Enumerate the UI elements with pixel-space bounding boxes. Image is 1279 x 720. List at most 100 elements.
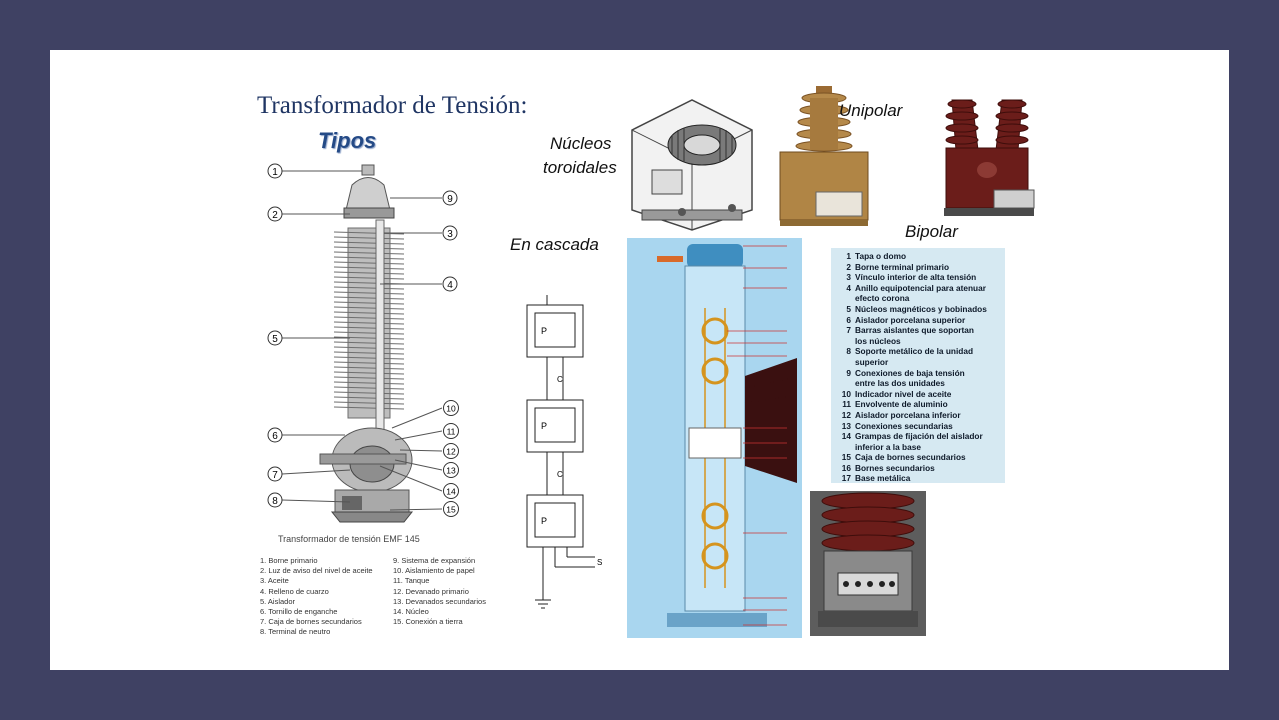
legend-item: 15 Caja de bornes secundarios (839, 452, 987, 463)
legend-text: Conexiones de baja tensión (855, 367, 965, 378)
insulator-shed (333, 351, 405, 355)
insulator-shed (333, 266, 405, 270)
part-item: 10. Aislamiento de papel (393, 566, 475, 576)
legend-number: 2 (846, 261, 851, 272)
insulator-shed (333, 381, 405, 385)
svg-text:7: 7 (272, 470, 278, 481)
legend-text: Núcleos magnéticos y bobinados (855, 303, 987, 314)
legend-text-continuation: entre las dos unidades (855, 378, 945, 389)
legend-item: 1 Tapa o domo (839, 251, 987, 262)
part-item: 3. Aceite (260, 576, 289, 586)
svg-text:6: 6 (272, 431, 278, 442)
legend-item: 17 Base metálica (839, 473, 987, 484)
insulator-shed (333, 316, 405, 320)
insulator-shed (333, 401, 405, 405)
part-item: 12. Devanado primario (393, 586, 469, 596)
part-item: 1. Borne primario (260, 556, 318, 565)
insulator-shed (333, 346, 405, 350)
svg-text:P: P (541, 326, 547, 336)
svg-text:10: 10 (446, 404, 456, 414)
label-toroidal-1: Núcleos (550, 134, 612, 153)
legend-text: Base metálica (855, 473, 911, 484)
legend-text: Tapa o domo (855, 251, 907, 261)
label-cascade: En cascada (510, 235, 599, 254)
part-item: 11. Tanque (393, 576, 430, 586)
svg-text:14: 14 (446, 487, 456, 497)
legend-number: 9 (846, 367, 851, 378)
legend-number: 17 (841, 473, 851, 484)
emf145-parts-left: 1. Borne primario 2. Luz de aviso del ni… (260, 556, 373, 638)
insulator-shed (333, 366, 405, 370)
insulator-shed (333, 326, 405, 330)
part-item: 2. Luz de aviso del nivel de aceite (260, 566, 373, 576)
legend-item: 11 Envolvente de aluminio (839, 399, 987, 410)
insulator-shed (333, 391, 405, 395)
insulator-shed (333, 361, 405, 365)
slide-title: Transformador de Tensión: (257, 92, 528, 119)
insulator-shed (333, 371, 405, 375)
insulator-shed (333, 236, 405, 240)
label-bipolar: Bipolar (905, 222, 958, 241)
legend-text: Aislador porcelana inferior (855, 409, 961, 420)
insulator-shed (333, 246, 405, 250)
part-item: 8. Terminal de neutro (260, 627, 331, 637)
insulator-shed (333, 336, 405, 340)
legend-text: Anillo equipotencial para atenuar (855, 282, 986, 293)
legend-number: 15 (841, 452, 851, 463)
legend-text: Aislador porcelana superior (855, 314, 966, 325)
insulator-shed (333, 251, 405, 255)
insulator-shed (333, 301, 405, 305)
svg-text:11: 11 (447, 427, 456, 437)
insulator-shed (333, 386, 405, 390)
label-unipolar: Unipolar (839, 101, 903, 120)
svg-text:P: P (541, 516, 547, 526)
insulator-shed (333, 376, 405, 380)
insulator-shed (333, 296, 405, 300)
insulator-shed (333, 306, 405, 310)
legend-number: 7 (846, 325, 851, 336)
svg-text:15: 15 (446, 505, 456, 515)
label-toroidal-2: toroidales (543, 158, 617, 177)
svg-text:4: 4 (447, 280, 453, 291)
legend-text: Envolvente de aluminio (855, 399, 948, 410)
legend-text-continuation: inferior a la base (855, 441, 921, 452)
legend-number: 10 (841, 388, 851, 399)
svg-text:S: S (597, 558, 602, 567)
svg-text:C: C (557, 375, 563, 384)
svg-text:5: 5 (272, 334, 278, 345)
legend-text: Bornes secundarios (855, 462, 935, 473)
insulator-shed (333, 406, 405, 410)
emf145-caption: Transformador de tensión EMF 145 (278, 534, 420, 544)
part-item: 9. Sistema de expansión (393, 556, 476, 565)
slide-subtitle: Tipos (318, 128, 377, 153)
insulator-shed (333, 321, 405, 325)
insulator-shed (333, 241, 405, 245)
legend-text: Grampas de fijación del aislador (855, 431, 983, 442)
legend-number: 6 (846, 314, 851, 325)
legend-background (831, 248, 1005, 483)
insulator-shed (333, 396, 405, 400)
svg-text:13: 13 (446, 466, 456, 476)
legend-item: 6 Aislador porcelana superior (839, 315, 987, 326)
legend-number: 5 (846, 303, 851, 314)
legend-number: 3 (846, 272, 851, 283)
insulator-shed (333, 331, 405, 335)
legend-text: Caja de bornes secundarios (855, 452, 966, 463)
legend-number: 1 (846, 251, 851, 261)
legend-number: 11 (842, 399, 851, 410)
insulator-shed (333, 291, 405, 295)
legend-text: Vínculo interior de alta tensión (855, 272, 977, 283)
emf145-parts-right: 9. Sistema de expansión 10. Aislamiento … (393, 556, 486, 627)
svg-text:9: 9 (447, 194, 453, 205)
legend-text: Soporte metálico de la unidad (855, 346, 974, 357)
part-item: 13. Devanados secundarios (393, 596, 486, 606)
insulator-shed (333, 271, 405, 275)
part-item: 14. Núcleo (393, 607, 429, 617)
svg-text:C: C (557, 470, 563, 479)
insulator-shed (333, 261, 405, 265)
